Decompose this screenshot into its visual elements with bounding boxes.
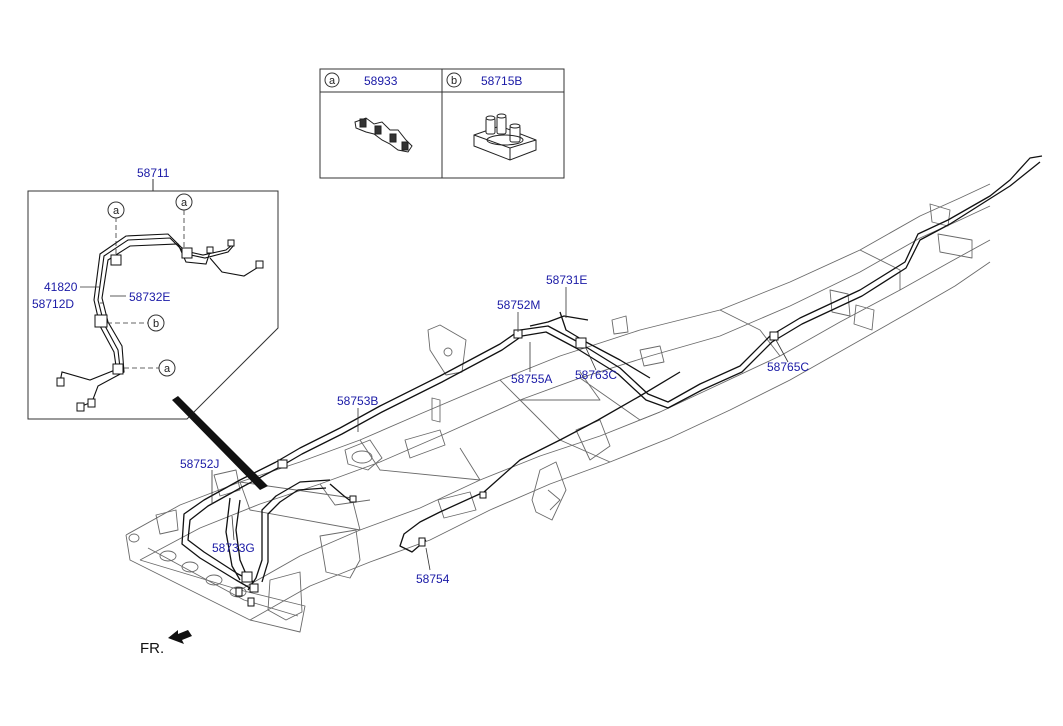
part-label-58765C[interactable]: 58765C <box>767 360 810 374</box>
front-arrow-icon <box>168 630 192 644</box>
part-label-58731E[interactable]: 58731E <box>546 273 588 287</box>
grommet-icon <box>473 113 537 161</box>
front-direction-label: FR. <box>140 640 165 657</box>
part-label-58753B[interactable]: 58753B <box>337 394 379 408</box>
inset-pointer <box>172 396 268 490</box>
inset-callout-a-3: a <box>164 363 171 375</box>
part-label-58754[interactable]: 58754 <box>416 572 450 586</box>
inset-callout-a-1: a <box>113 205 120 217</box>
part-label-58733G[interactable]: 58733G <box>212 541 255 555</box>
inset-58711: a a b a <box>27 179 279 420</box>
legend-a-letter: a <box>329 75 336 87</box>
legend-table: a b <box>319 68 565 179</box>
inset-callout-b: b <box>153 318 159 330</box>
part-label-58763C[interactable]: 58763C <box>575 368 618 382</box>
part-label-41820[interactable]: 41820 <box>44 280 78 294</box>
part-label-58712D[interactable]: 58712D <box>32 297 75 311</box>
clip-strip-icon <box>354 117 413 153</box>
part-label-58752J[interactable]: 58752J <box>180 457 220 471</box>
chassis-frame <box>125 183 991 633</box>
legend-b-letter: b <box>451 75 457 87</box>
inset-title-part[interactable]: 58711 <box>137 166 170 180</box>
legend-b-part-number[interactable]: 58715B <box>481 74 523 88</box>
brake-lines <box>181 155 1043 591</box>
part-label-58755A[interactable]: 58755A <box>511 372 553 386</box>
part-label-58752M[interactable]: 58752M <box>497 298 541 312</box>
inset-callout-a-2: a <box>181 197 188 209</box>
legend-a-part-number[interactable]: 58933 <box>364 74 398 88</box>
part-label-58732E[interactable]: 58732E <box>129 290 171 304</box>
